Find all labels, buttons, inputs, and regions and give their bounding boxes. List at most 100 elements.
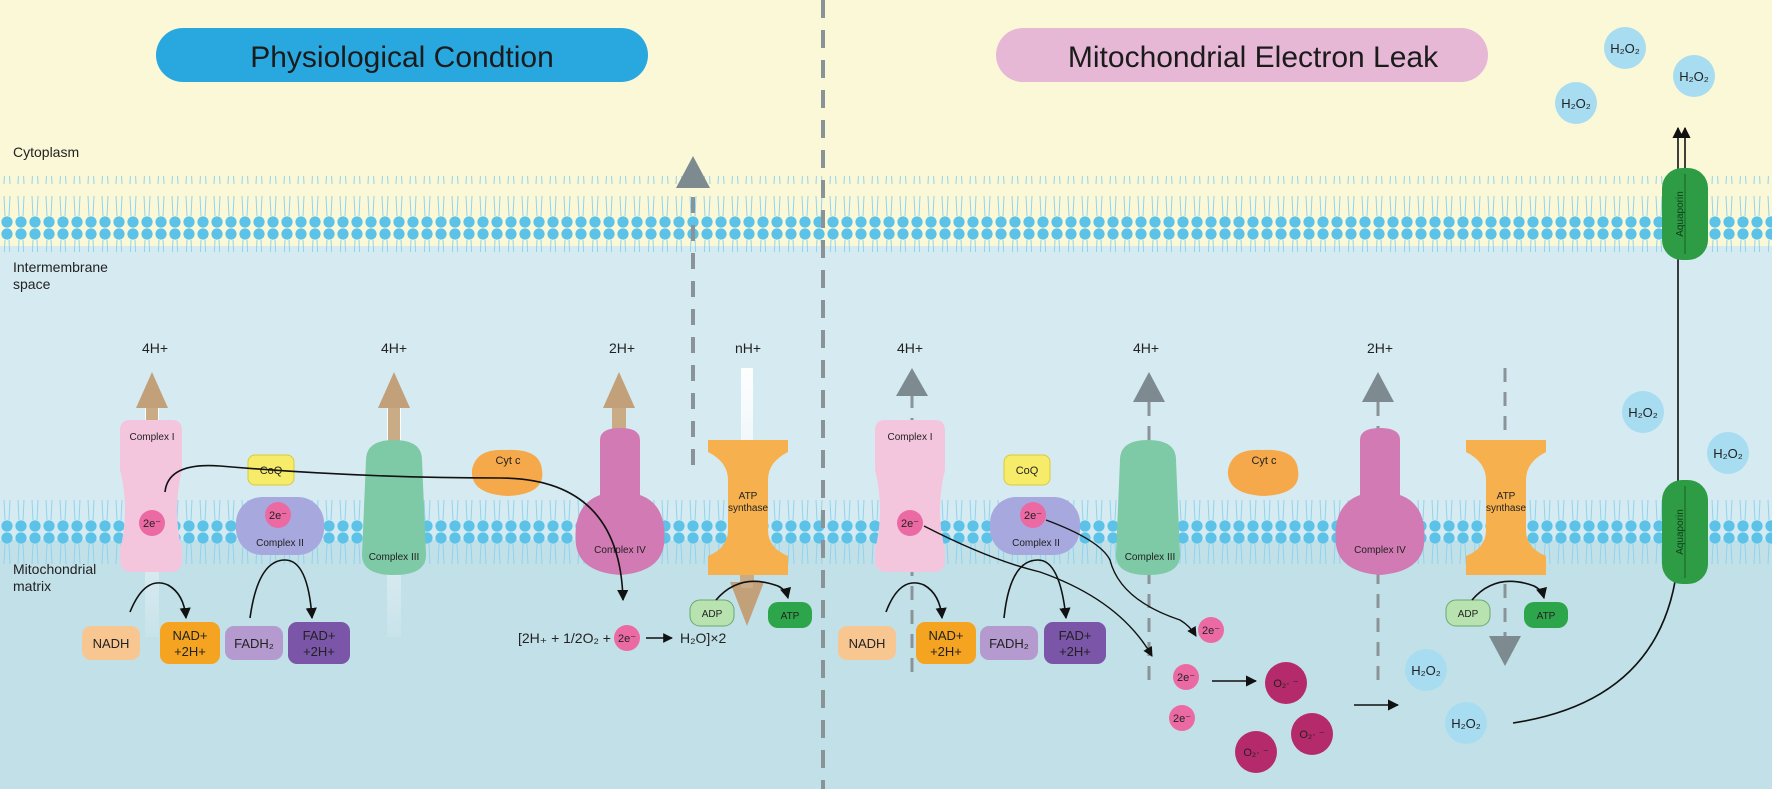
complex-ii: 2e⁻ Complex II xyxy=(236,497,324,555)
left-title-text: Physiological Condtion xyxy=(250,41,554,74)
adp-right-label: ADP xyxy=(1458,609,1479,620)
atp-synthase-right-label-2: synthase xyxy=(1486,503,1526,514)
atp-synthase-right: ATP synthase xyxy=(1466,440,1546,575)
adp-left: ADP xyxy=(689,599,735,627)
complex-i-label: Complex I xyxy=(129,432,174,443)
electron-leak-path-2 xyxy=(1045,519,1197,637)
aquaporin-outer: Aquaporin xyxy=(1662,168,1708,260)
eq-left: [2H₊ + 1/2O₂ + xyxy=(518,630,611,646)
right-title-text: Mitochondrial Electron Leak xyxy=(1068,41,1439,74)
svg-text:2e⁻: 2e⁻ xyxy=(1202,625,1220,637)
nadh-left-label: NADH xyxy=(93,636,130,651)
label-nh-atp: nH+ xyxy=(735,340,761,356)
h2o2-ims-2: H₂O₂ xyxy=(1707,432,1749,474)
nadh-right: NADH xyxy=(838,626,896,660)
complex-i-right-label: Complex I xyxy=(887,432,932,443)
complex-iii-right-label: Complex III xyxy=(1125,552,1176,563)
label-4h-c3: 4H+ xyxy=(381,340,407,356)
complex-ii-right-label: Complex II xyxy=(1012,538,1060,549)
atp-synthase-right-label-1: ATP xyxy=(1497,491,1516,502)
complex-iv-right: Complex IV xyxy=(1335,428,1425,575)
complex-iv: Complex IV xyxy=(575,428,665,575)
fad-right: FAD+ +2H+ xyxy=(1044,622,1106,664)
atp-synthase-label-1: ATP xyxy=(739,491,758,502)
label-2h-c4: 2H+ xyxy=(609,340,635,356)
adp-right: ADP xyxy=(1445,599,1491,627)
svg-text:H₂O₂: H₂O₂ xyxy=(1610,41,1640,56)
h2o2-cyto-2: H₂O₂ xyxy=(1673,55,1715,97)
svg-text:H₂O₂: H₂O₂ xyxy=(1411,663,1441,678)
coq-label: CoQ xyxy=(260,465,283,477)
label-4h-c1-right: 4H+ xyxy=(897,340,923,356)
nad-right-label-2: +2H+ xyxy=(930,644,962,659)
aquaporin-outer-label: Aquaporin xyxy=(1675,191,1686,237)
nad-left-label-1: NAD+ xyxy=(172,628,207,643)
h2o2-matrix-1: H₂O₂ xyxy=(1405,649,1447,691)
fad-left: FAD+ +2H+ xyxy=(288,622,350,664)
eq-right: H₂O]×2 xyxy=(680,630,727,646)
coq-right-label: CoQ xyxy=(1016,465,1039,477)
nad-right-label-1: NAD+ xyxy=(928,628,963,643)
outer-membrane xyxy=(0,176,1772,252)
intermembrane-label-1: Intermembrane xyxy=(13,259,108,275)
superoxide-3: O₂· ⁻ xyxy=(1235,731,1277,773)
h2o2-matrix-2: H₂O₂ xyxy=(1445,702,1487,744)
fad-right-label-2: +2H+ xyxy=(1059,644,1091,659)
superoxide-2: O₂· ⁻ xyxy=(1291,713,1333,755)
electron-leak-3: 2e⁻ xyxy=(1169,705,1195,731)
atp-synthase-label-2: synthase xyxy=(728,503,768,514)
h2o2-cyto-3: H₂O₂ xyxy=(1555,82,1597,124)
complex-i: Complex I 2e⁻ xyxy=(120,420,182,572)
complex-iv-label: Complex IV xyxy=(594,545,646,556)
svg-text:O₂· ⁻: O₂· ⁻ xyxy=(1299,729,1325,741)
svg-text:H₂O₂: H₂O₂ xyxy=(1628,405,1658,420)
fadh2-left: FADH₂ xyxy=(225,626,283,660)
nad-left: NAD+ +2H+ xyxy=(160,622,220,664)
atp-right: ATP xyxy=(1524,602,1568,628)
electron-c2: 2e⁻ xyxy=(269,510,287,522)
cyt-c-right-label: Cyt c xyxy=(1251,455,1277,467)
svg-text:O₂· ⁻: O₂· ⁻ xyxy=(1243,747,1269,759)
matrix-label-1: Mitochondrial xyxy=(13,561,96,577)
atp-synthase-left: ATP synthase xyxy=(708,440,788,575)
nad-left-label-2: +2H+ xyxy=(174,644,206,659)
adp-left-label: ADP xyxy=(702,609,723,620)
atp-right-label: ATP xyxy=(1537,611,1556,622)
label-2h-c4-right: 2H+ xyxy=(1367,340,1393,356)
atp-left: ATP xyxy=(768,602,812,628)
fad-right-label-1: FAD+ xyxy=(1059,628,1092,643)
aquaporin-inner: Aquaporin xyxy=(1662,480,1708,584)
leak-arrow-c4-right xyxy=(1362,372,1394,680)
fad-left-label-1: FAD+ xyxy=(303,628,336,643)
superoxide-1: O₂· ⁻ xyxy=(1265,662,1307,704)
electron-path-left xyxy=(164,464,629,602)
svg-text:H₂O₂: H₂O₂ xyxy=(1713,446,1743,461)
electron-leak-2: 2e⁻ xyxy=(1173,664,1199,690)
electron-eq: 2e⁻ xyxy=(618,633,636,645)
aquaporin-inner-label: Aquaporin xyxy=(1675,509,1686,555)
coq-right: CoQ xyxy=(1003,454,1051,486)
complex-i-right: Complex I 2e⁻ xyxy=(875,420,945,572)
nadh-left: NADH xyxy=(82,626,140,660)
leak-arrow-atp-right xyxy=(1489,368,1521,666)
right-title: Mitochondrial Electron Leak xyxy=(996,28,1488,82)
cytoplasm-label: Cytoplasm xyxy=(13,144,79,160)
leak-arrow-c1-right xyxy=(896,368,928,672)
atp-left-label: ATP xyxy=(781,611,800,622)
svg-text:O₂· ⁻: O₂· ⁻ xyxy=(1273,678,1299,690)
cyt-c-right: Cyt c xyxy=(1227,449,1299,496)
complex-iii: Complex III xyxy=(362,440,426,575)
electron-c2-right: 2e⁻ xyxy=(1024,510,1042,522)
complex-iii-right: Complex III xyxy=(1116,440,1180,575)
electron-leak-path-1 xyxy=(923,525,1153,657)
complex-ii-right: 2e⁻ Complex II xyxy=(990,497,1080,555)
fadh2-right: FADH₂ xyxy=(980,626,1038,660)
h2o2-cyto-1: H₂O₂ xyxy=(1604,27,1646,69)
matrix-label-2: matrix xyxy=(13,578,51,594)
complex-iii-label: Complex III xyxy=(369,552,420,563)
fad-left-label-2: +2H+ xyxy=(303,644,335,659)
label-4h-c1: 4H+ xyxy=(142,340,168,356)
nad-right: NAD+ +2H+ xyxy=(916,622,976,664)
